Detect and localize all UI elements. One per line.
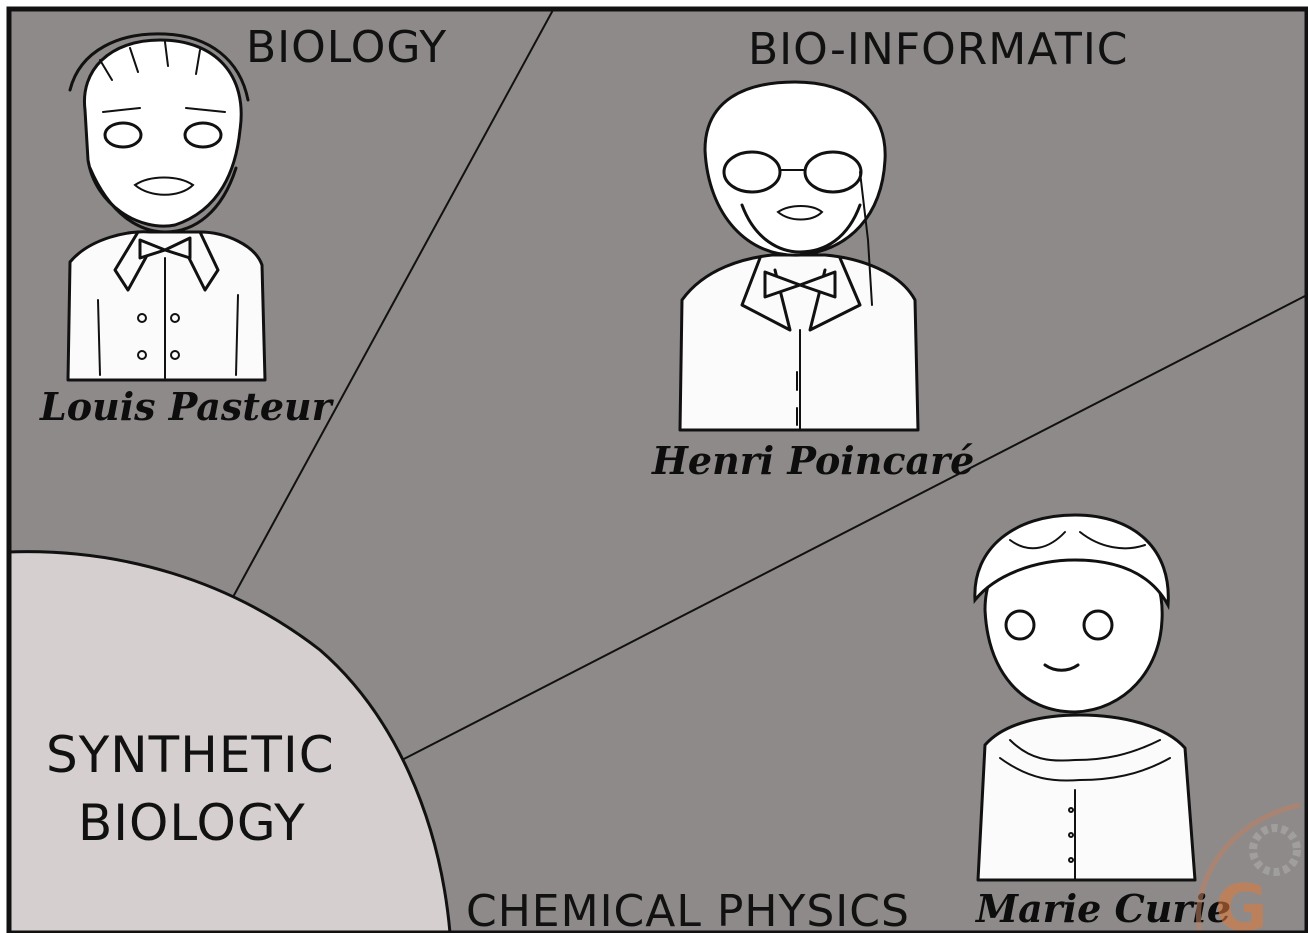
caption-henri-poincare: Henri Poincaré (651, 438, 974, 483)
label-synthetic-line1: SYNTHETIC (46, 726, 335, 784)
label-biology: BIOLOGY (246, 22, 447, 73)
label-bioinformatic: BIO-INFORMATIC (748, 24, 1129, 75)
label-chemical-physics: CHEMICAL PHYSICS (466, 886, 910, 933)
label-synthetic-line2: BIOLOGY (78, 794, 306, 852)
caption-marie-curie: Marie Curie (974, 886, 1231, 931)
svg-text:G: G (1215, 872, 1268, 933)
caption-louis-pasteur: Louis Pasteur (39, 384, 335, 429)
